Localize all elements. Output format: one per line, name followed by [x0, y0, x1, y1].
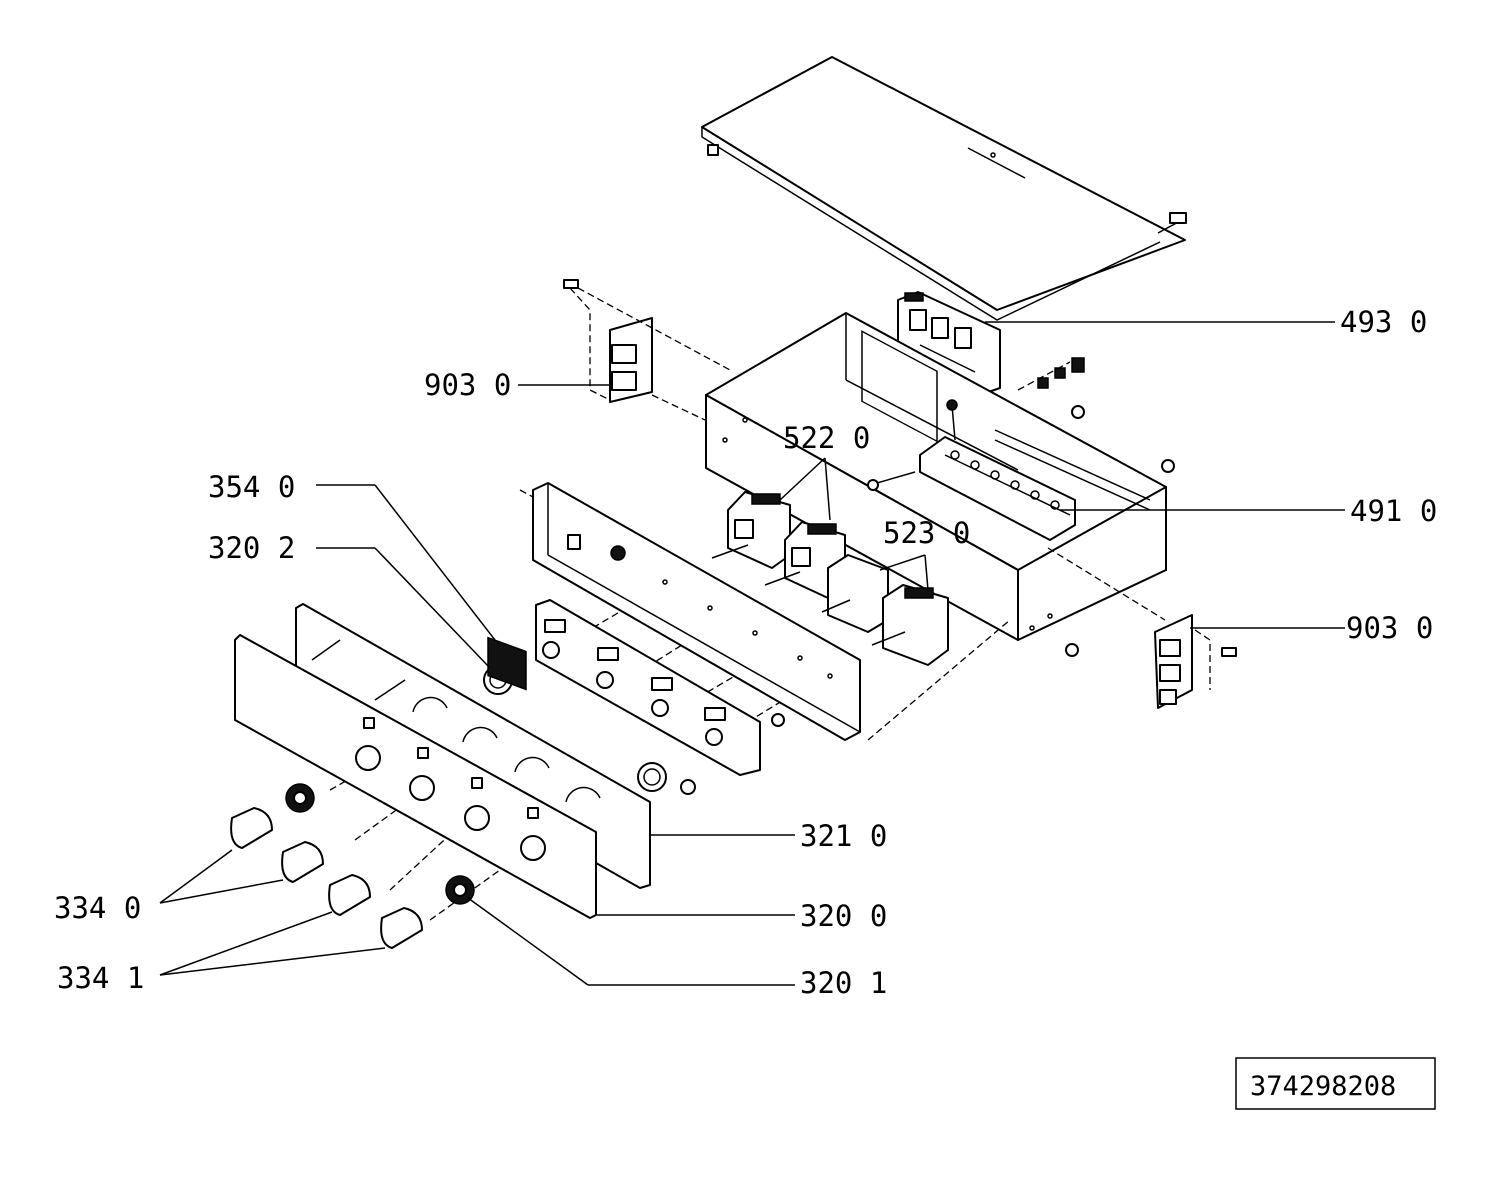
callout-903-0-right: 903 0	[1346, 611, 1433, 645]
switch-mounting-plate	[532, 482, 861, 741]
screws	[563, 279, 1237, 795]
callout-334-1: 334 1	[57, 961, 144, 995]
energy-regulator-2	[871, 584, 949, 666]
leader-lines	[159, 321, 1345, 986]
energy-regulator-1	[821, 554, 889, 633]
callout-491-0: 491 0	[1350, 494, 1437, 528]
callout-321-0: 321 0	[800, 819, 887, 853]
callout-334-0: 334 0	[54, 891, 141, 925]
callout-320-0: 320 0	[800, 899, 887, 933]
control-knob-1	[230, 807, 273, 849]
callout-523-0: 523 0	[883, 516, 970, 550]
top-cover-plate	[701, 56, 1187, 321]
indicator-lamp	[483, 636, 667, 792]
callout-labels: 493 0 903 0 522 0 354 0 491 0 320 2 523 …	[54, 305, 1437, 1000]
reference-number-box: 374298208	[1235, 1057, 1436, 1110]
callout-493-0: 493 0	[1340, 305, 1427, 339]
callout-320-2: 320 2	[208, 531, 295, 565]
left-mounting-bracket	[569, 287, 653, 403]
callout-903-0-left: 903 0	[424, 368, 511, 402]
callout-320-1: 320 1	[800, 966, 887, 1000]
terminal-block	[919, 399, 1076, 541]
callout-522-0: 522 0	[783, 421, 870, 455]
knob-adapters	[285, 783, 475, 905]
control-knob-4	[380, 907, 423, 949]
right-mounting-bracket	[1154, 614, 1211, 709]
reference-number: 374298208	[1250, 1071, 1396, 1102]
rotary-switch-1	[711, 491, 791, 569]
control-knob-2	[281, 841, 324, 883]
callout-354-0: 354 0	[208, 470, 295, 504]
front-bezel-plate	[535, 599, 761, 776]
control-knob-3	[328, 874, 371, 916]
